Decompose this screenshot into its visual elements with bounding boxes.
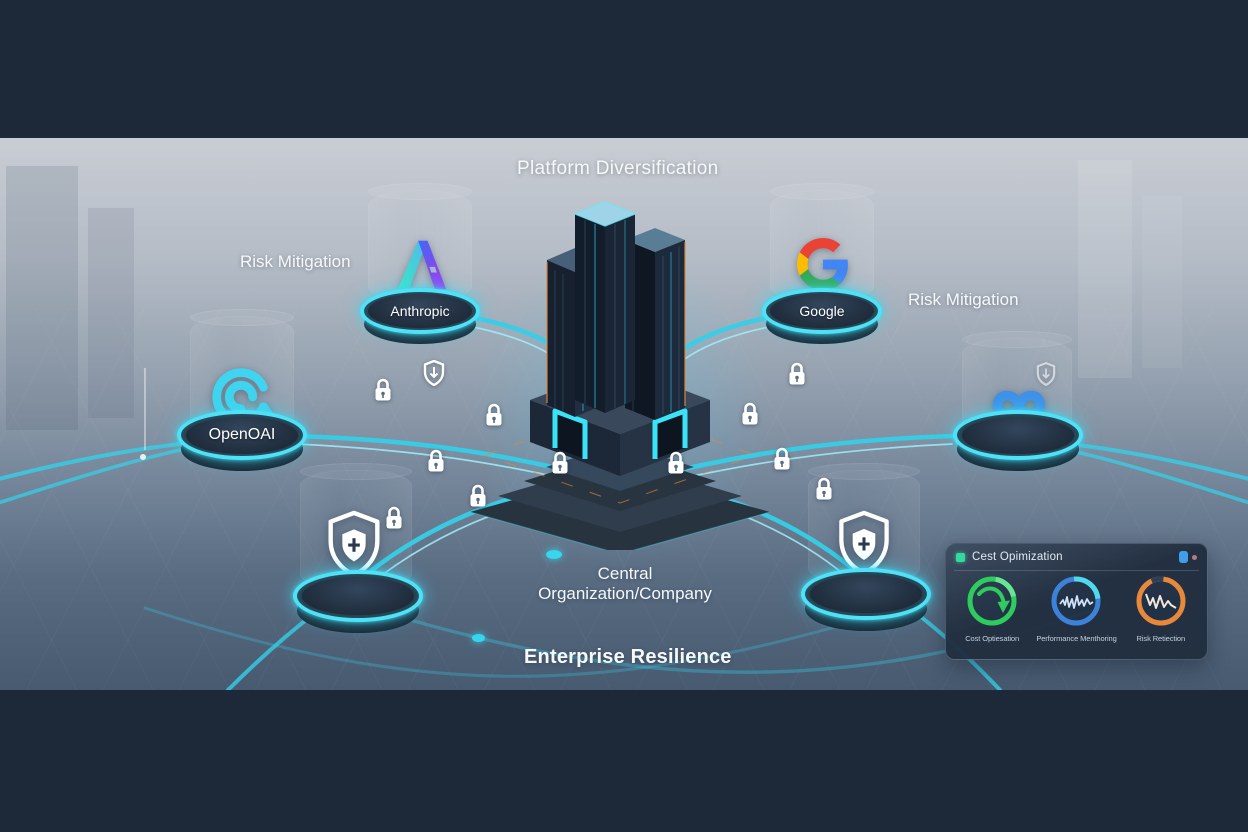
google-platform: Google [762,288,882,345]
platform-surface: Google [770,293,874,329]
panel-dot-icon [1192,554,1197,560]
shield-left-platform [293,570,423,634]
panel-toggle-icon [1179,551,1188,563]
padlock-icon [774,447,790,470]
white-dot [140,454,146,460]
anthropic-platform: Anthropic [360,288,480,345]
skyline-silhouette [88,208,134,418]
central-organization-line2: Organization/Company [538,584,712,604]
security-shield-icon [328,510,380,578]
gauge-performance: Performance Menthoring [1034,575,1118,643]
padlock-icon [816,477,832,500]
platform-surface: Anthropic [368,293,472,329]
meta-platform [953,410,1083,471]
gauge-performance-label: Performance Menthoring [1036,634,1117,643]
cyan-dot [546,550,562,559]
padlock-icon [668,451,684,474]
central-tower [469,201,771,550]
illustration-canvas: Platform Diversification Risk Mitigation… [0,138,1248,690]
jagged-line-icon [1136,576,1186,626]
platform-surface [810,574,922,614]
waveform-icon [1051,576,1101,626]
anthropic-label: Anthropic [390,303,450,319]
skyline-silhouette [1142,196,1182,368]
padlock-icon [742,402,758,425]
cost-optimization-panel: Cest Opimization Cost Optiesation [945,543,1208,660]
padlock-icon [428,449,444,472]
panel-title: Cest Opimization [972,551,1063,563]
central-organization-label: Central Organization/Company [495,564,755,604]
risk-mitigation-right-label: Risk Mitigation [908,290,1019,309]
panel-bullet-icon [956,552,965,562]
google-logo-icon [797,238,848,290]
skyline-silhouette [6,166,78,430]
top-letterbox-band [0,0,1248,138]
shield-right-platform [801,568,931,632]
anthropic-logo-icon [397,240,447,290]
curved-down-arrow-icon [967,576,1017,626]
security-shield-icon [839,510,889,576]
padlock-icon [375,378,391,401]
gauge-cost-label: Cost Optiesation [965,634,1020,643]
panel-divider [954,570,1199,571]
central-organization-line1: Central [597,564,653,583]
padlock-icon [386,506,402,529]
platform-surface [302,576,414,616]
padlock-icon [552,451,568,474]
shield-badge-icon [1036,362,1056,386]
cyan-dot [472,634,485,642]
panel-header: Cest Opimization [946,544,1207,570]
openai-label: OpenOAI [208,426,276,443]
google-label: Google [799,303,845,319]
padlock-icon [789,362,805,385]
platform-surface: OpenOAI [186,416,298,454]
gauge-risk-label: Risk Retiection [1136,634,1186,643]
diagram-title: Platform Diversification [517,158,719,179]
gauge-row: Cost Optiesation Performance Menthoring [946,575,1207,643]
gauge-cost: Cost Optiesation [950,575,1034,643]
decor-line [144,368,146,450]
bottom-letterbox-band [0,690,1248,832]
padlock-icon [486,403,502,426]
gauge-risk: Risk Retiection [1119,575,1203,643]
shield-badge-icon [423,360,445,386]
skyline-silhouette [1078,160,1132,378]
risk-mitigation-left-label: Risk Mitigation [240,252,351,271]
platform-surface [962,416,1074,454]
padlock-icon [470,484,486,507]
enterprise-resilience-label: Enterprise Resilience [524,646,732,668]
openai-platform: OpenOAI [177,410,307,471]
